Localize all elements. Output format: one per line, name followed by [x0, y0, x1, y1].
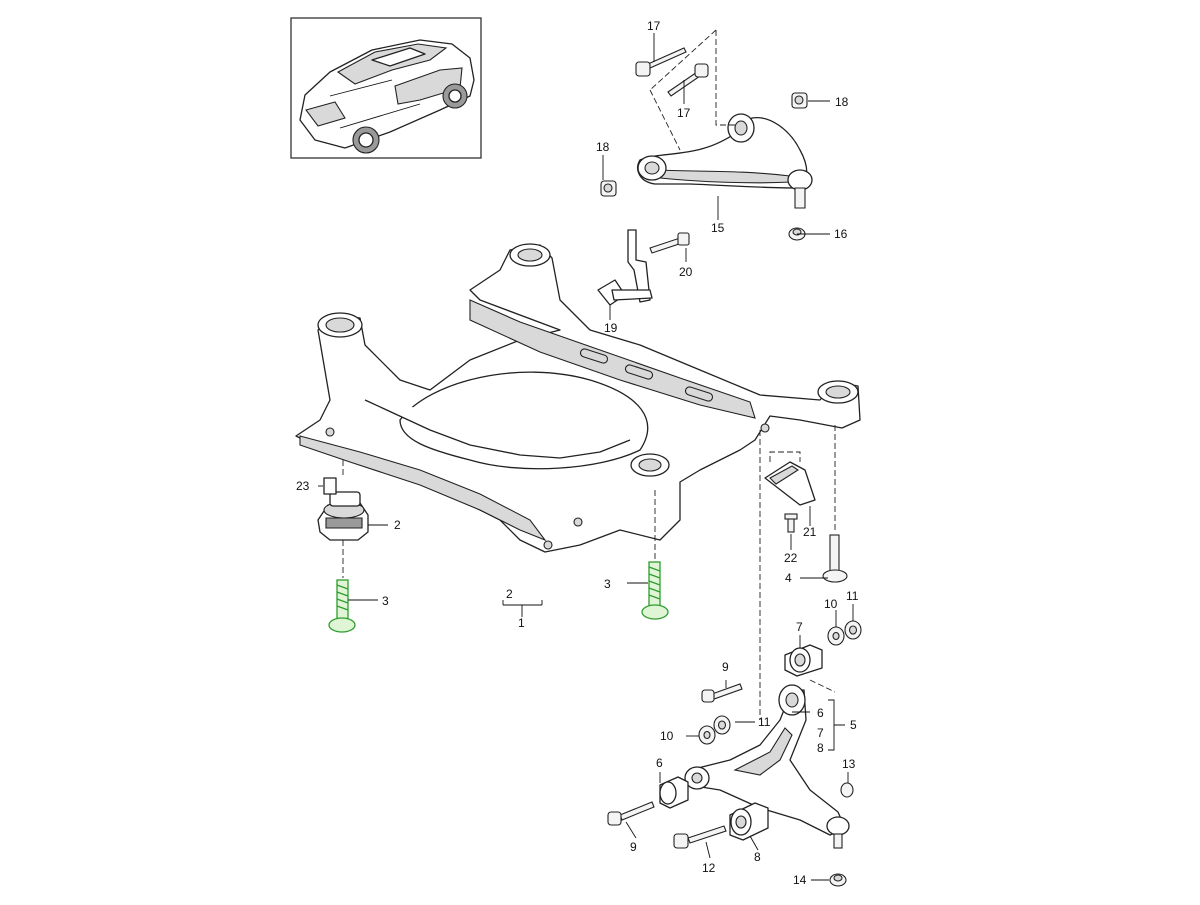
- bushing-7: [784, 644, 823, 677]
- bolt-3-left: [328, 579, 356, 633]
- clip-23: [323, 477, 337, 495]
- callout-16: 16: [834, 227, 848, 241]
- bolt-20: [649, 232, 690, 254]
- callout-6-left: 6: [656, 756, 663, 770]
- callout-23: 23: [296, 479, 310, 493]
- callout-2-frame: 2: [506, 587, 513, 601]
- callout-8-bottom: 8: [754, 850, 761, 864]
- callout-10-lower: 10: [660, 729, 674, 743]
- nut-18-left: [600, 180, 617, 197]
- nut-11-lower: [713, 715, 731, 735]
- leader-lines: [318, 33, 854, 881]
- callout-18-right: 18: [835, 95, 849, 109]
- lower-control-arm: [684, 684, 850, 849]
- callout-7-top: 7: [796, 620, 803, 634]
- washer-10-upper: [827, 626, 845, 646]
- level-sensor: [597, 229, 653, 306]
- nut-18-right: [791, 92, 808, 109]
- callout-22: 22: [784, 551, 798, 565]
- callout-15: 15: [711, 221, 725, 235]
- callout-1: 1: [518, 616, 525, 630]
- bracket-21: [764, 461, 816, 506]
- callout-11-upper: 11: [846, 589, 859, 603]
- callout-4: 4: [785, 571, 792, 585]
- callout-3-right: 3: [604, 577, 611, 591]
- callout-8-right: 8: [817, 741, 824, 755]
- bolt-12: [673, 825, 727, 849]
- callout-5: 5: [850, 718, 857, 732]
- vehicle-thumbnail: [290, 17, 482, 159]
- callout-17-lower: 17: [677, 106, 691, 120]
- callout-20: 20: [679, 265, 693, 279]
- bolt-4: [822, 534, 848, 583]
- bolt-9-lower: [607, 801, 655, 826]
- callout-13: 13: [842, 757, 856, 771]
- callout-19: 19: [604, 321, 618, 335]
- callout-labels: 1 2 2 3 3 4 5 6 6 7 7 8 8 9 9 10 10 11 1…: [296, 19, 859, 887]
- callout-11-lower: 11: [758, 715, 771, 729]
- washer-10-lower: [698, 725, 716, 745]
- bushing-6-lower: [659, 776, 689, 809]
- callout-17-top: 17: [647, 19, 661, 33]
- callout-2-bushing: 2: [394, 518, 401, 532]
- callout-6-right: 6: [817, 706, 824, 720]
- nut-13: [840, 782, 854, 798]
- nut-14: [829, 873, 847, 887]
- callout-18-left: 18: [596, 140, 610, 154]
- bolt-17-lower: [667, 63, 709, 97]
- screw-22: [784, 513, 798, 533]
- bushing-8: [729, 802, 769, 841]
- callout-14: 14: [793, 873, 807, 887]
- bolt-3-right: [641, 561, 669, 620]
- upper-control-arm: [637, 113, 813, 209]
- callout-10-upper: 10: [824, 597, 838, 611]
- callout-7-right: 7: [817, 726, 824, 740]
- bolt-9-upper: [701, 683, 743, 703]
- callout-9-upper: 9: [722, 660, 729, 674]
- callout-21: 21: [803, 525, 817, 539]
- subframe: [295, 243, 861, 553]
- callout-12: 12: [702, 861, 716, 875]
- callout-9-lower: 9: [630, 840, 637, 854]
- nut-11-upper: [844, 620, 862, 640]
- bolt-17-upper: [635, 47, 687, 77]
- callout-3-left: 3: [382, 594, 389, 608]
- bushing-2: [317, 491, 369, 541]
